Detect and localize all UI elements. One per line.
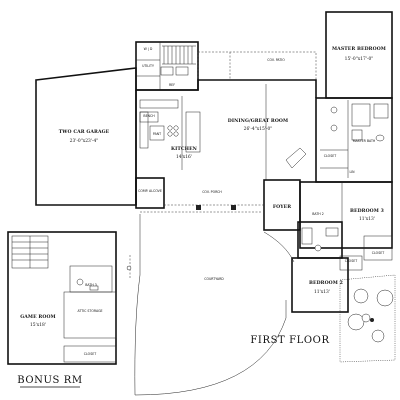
bedroom2-block — [291, 255, 363, 313]
master-bath-label: MASTER BATH — [353, 139, 376, 143]
bonus-room-title: BONUS RM — [17, 375, 83, 386]
cov-patio-label: COV. PATIO — [267, 58, 285, 62]
bedroom2-name: BEDROOM 2 — [309, 280, 343, 286]
ref-label: REF — [169, 83, 175, 87]
attic-storage-label: ATTIC STORAGE — [77, 309, 102, 313]
bench-label: BENCH — [143, 114, 155, 118]
closet-b2-label: CLOSET — [345, 259, 357, 263]
kitchen-dims: 14'x16' — [176, 155, 192, 160]
comp-alcove-label: COMP. ALCOVE — [138, 189, 162, 193]
foyer-bath-block — [263, 179, 343, 259]
first-floor-title: FIRST FLOOR — [250, 335, 329, 346]
linen-label: LIN — [349, 170, 355, 174]
covered-porch — [140, 204, 264, 213]
bedroom3-name: BEDROOM 3 — [350, 208, 384, 214]
dining-name: DINING/GREAT ROOM — [228, 118, 288, 124]
main-living-block — [135, 79, 317, 209]
foyer-label: FOYER — [273, 204, 291, 210]
landscape-shrubs — [339, 274, 396, 363]
fireplace — [285, 147, 307, 169]
utility-label: UTILITY — [142, 64, 154, 68]
garage-name: TWO CAR GARAGE — [59, 129, 110, 135]
closet-b3-label: CLOSET — [372, 251, 384, 255]
closet-bonus-label: CLOSET — [84, 352, 96, 356]
kitchen-island — [185, 111, 201, 153]
bedroom3-dims: 11'x13' — [359, 217, 375, 222]
pantry-label: PANT — [153, 132, 161, 136]
game-room-dims: 15'x18' — [30, 323, 46, 328]
bonus-room — [7, 231, 117, 365]
bedroom2-dims: 11'x13' — [314, 290, 330, 295]
wd-label: W | D — [144, 47, 153, 51]
garage-area — [35, 67, 137, 206]
master-bedroom-dims: 15'-0"x17'-0" — [345, 57, 374, 62]
covered-patio — [197, 51, 317, 81]
closet-master-label: CLOSET — [324, 154, 336, 158]
master-bedroom-name: MASTER BEDROOM — [332, 46, 386, 52]
master-suite — [315, 11, 393, 183]
kitchen-name: KITCHEN — [171, 146, 198, 152]
bath3-label: BATH 3 — [85, 283, 97, 287]
courtyard-label: COURTYARD — [204, 277, 224, 281]
cov-porch-label: COV. PORCH — [202, 190, 222, 194]
garage-dims: 23'-0"x23'-4" — [70, 139, 99, 144]
dining-dims: 26'-4"x15'-0" — [244, 127, 273, 132]
game-room-name: GAME ROOM — [20, 314, 55, 320]
bath2-label: BATH 2 — [312, 212, 324, 216]
courtyard — [126, 214, 295, 396]
bedroom3-block — [299, 181, 393, 261]
stair-treads — [162, 45, 196, 65]
